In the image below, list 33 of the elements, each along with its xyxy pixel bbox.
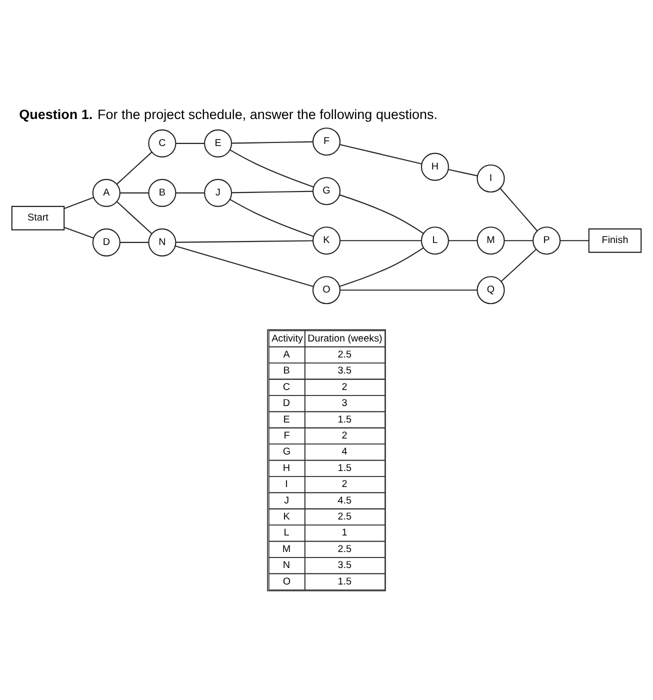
label: E [283, 414, 290, 426]
label: H [282, 462, 290, 474]
label: 2.5 [338, 512, 352, 523]
label: D [282, 398, 290, 410]
label: A [283, 349, 290, 360]
label: I [285, 479, 288, 490]
label: 1.5 [338, 414, 352, 426]
label: 3.5 [338, 366, 352, 377]
label: K [283, 512, 290, 523]
label: F [284, 430, 290, 442]
label: 2 [342, 479, 348, 490]
label: Duration (weeks) [308, 333, 382, 344]
label: 3 [342, 398, 348, 410]
label: 2.5 [338, 349, 352, 360]
label: 4.5 [338, 495, 352, 506]
label: 1 [342, 528, 348, 539]
label: C [282, 382, 290, 393]
label: 2 [342, 382, 348, 393]
label: 3.5 [338, 560, 352, 572]
label: G [282, 446, 291, 458]
label: O [282, 576, 291, 588]
label: 2 [342, 430, 348, 442]
label: 1.5 [338, 462, 352, 474]
label: B [283, 366, 290, 377]
label: N [282, 560, 290, 572]
label: 2.5 [338, 544, 352, 555]
label: J [284, 495, 290, 506]
label: 4 [342, 446, 348, 458]
label: Activity [272, 333, 303, 344]
label: L [284, 528, 290, 539]
label: M [282, 544, 291, 555]
diagram-title: Question 1. For the project schedule, answer the following questions. [19, 107, 438, 122]
label: 1.5 [338, 576, 352, 588]
